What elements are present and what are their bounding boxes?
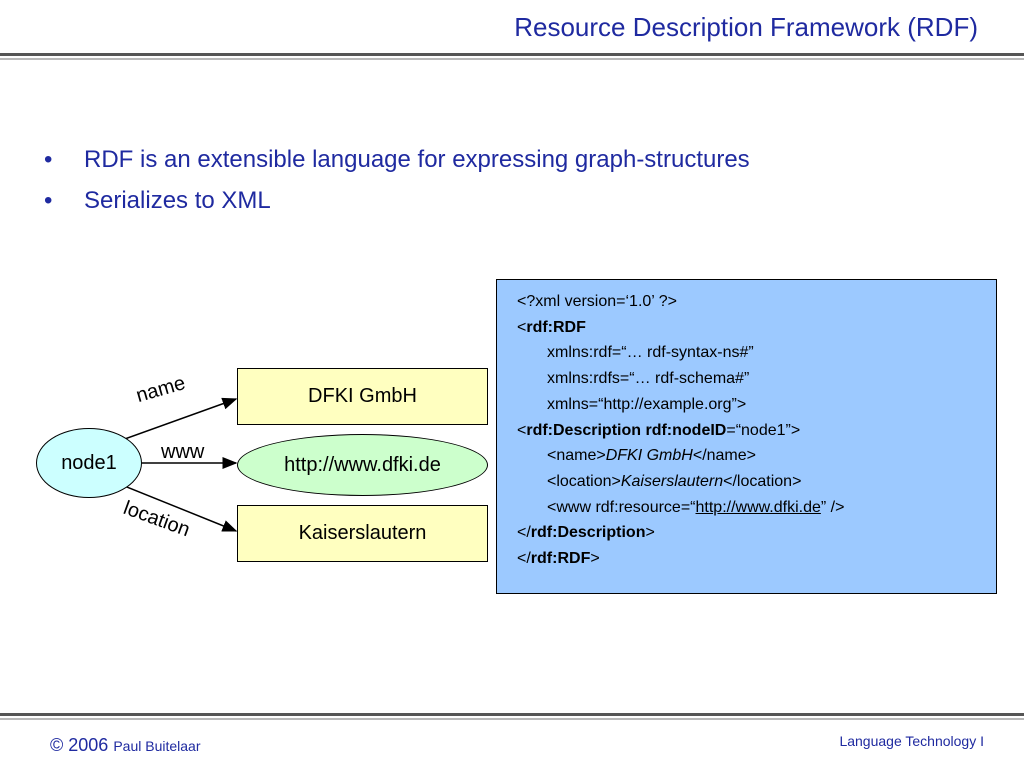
bullet-marker: • xyxy=(44,146,53,173)
bullet-item: • Serializes to XML xyxy=(44,184,750,225)
xml-line-name: <name>DFKI GmbH</name> xyxy=(547,447,756,465)
footer-course: Language Technology I xyxy=(839,733,984,749)
literal-kaiserslautern: Kaiserslautern xyxy=(237,505,488,562)
header-rule-shadow xyxy=(0,58,1024,60)
node-label: node1 xyxy=(61,451,117,474)
xml-line-rdf-open: <rdf:RDF xyxy=(517,318,586,336)
edge-label-www: www xyxy=(161,441,205,463)
resource-dfki-url: http://www.dfki.de xyxy=(237,434,488,496)
bullet-text: Serializes to XML xyxy=(84,187,271,214)
xml-line-location: <location>Kaiserslautern</location> xyxy=(547,472,802,490)
edge-label-name: name xyxy=(133,372,188,408)
xml-line-ns-rdfs: xmlns:rdfs=“… rdf-schema#” xyxy=(547,370,750,388)
bullet-marker: • xyxy=(44,187,53,214)
bullet-list: • RDF is an extensible language for expre… xyxy=(44,143,750,225)
xml-line-ns-default: xmlns=“http://example.org”> xyxy=(547,395,747,413)
xml-serialization-box: <?xml version=‘1.0’ ?> <rdf:RDF xmlns:rd… xyxy=(496,279,997,594)
literal-label: Kaiserslautern xyxy=(298,522,427,544)
header-rule xyxy=(0,53,1024,56)
slide-title: Resource Description Framework (RDF) xyxy=(514,12,978,42)
literal-label: DFKI GmbH xyxy=(308,385,417,407)
resource-label: http://www.dfki.de xyxy=(284,453,441,476)
bullet-item: • RDF is an extensible language for expre… xyxy=(44,143,750,184)
xml-line-rdf-close: </rdf:RDF> xyxy=(517,550,600,568)
xml-line-ns-rdf: xmlns:rdf=“… rdf-syntax-ns#” xyxy=(547,344,754,362)
literal-dfki-gmbh: DFKI GmbH xyxy=(237,368,488,425)
copyright-year: © 2006 xyxy=(50,735,109,755)
footer-copyright: © 2006 Paul Buitelaar xyxy=(50,735,201,756)
bullet-text: RDF is an extensible language for expres… xyxy=(84,146,750,173)
xml-www-link[interactable]: http://www.dfki.de xyxy=(695,498,821,516)
footer-rule xyxy=(0,713,1024,716)
footer-rule-shadow xyxy=(0,718,1024,720)
xml-line-description-close: </rdf:Description> xyxy=(517,524,655,542)
xml-line-declaration: <?xml version=‘1.0’ ?> xyxy=(517,293,677,310)
xml-line-description-open: <rdf:Description rdf:nodeID=“node1”> xyxy=(517,421,801,439)
footer-author: Paul Buitelaar xyxy=(113,738,201,754)
xml-line-www: <www rdf:resource=“http://www.dfki.de” /… xyxy=(547,498,845,516)
edge-label-location: location xyxy=(120,497,193,542)
graph-node-node1: node1 xyxy=(36,428,142,498)
